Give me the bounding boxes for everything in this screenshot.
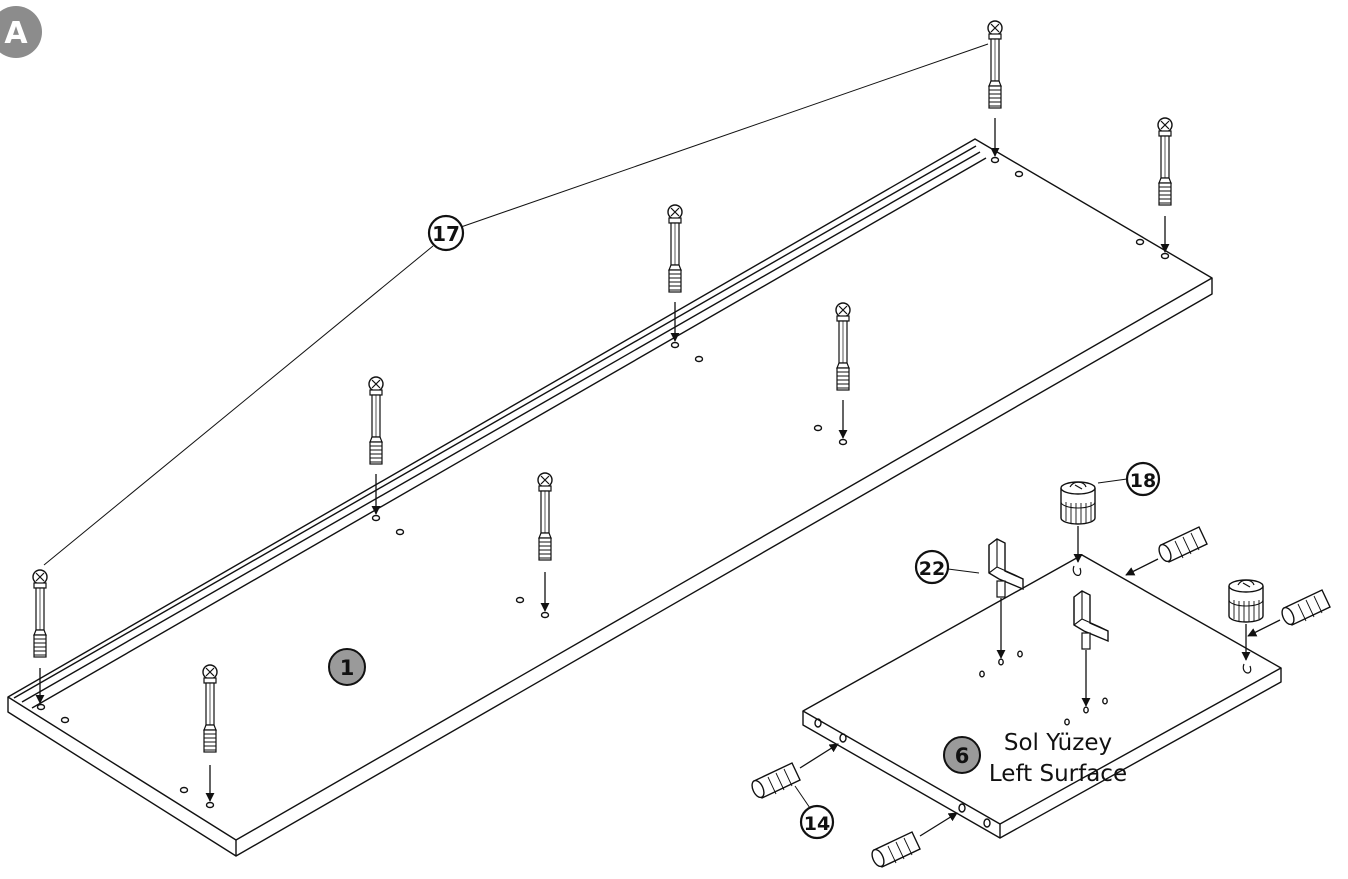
part-1-label: 1: [340, 656, 355, 680]
cam-bolt-3: [368, 376, 384, 515]
cam-locks: [1060, 481, 1264, 661]
shelf-supports: [988, 538, 1109, 707]
cam-bolt-7: [987, 20, 1003, 157]
cam-lock-2: [1228, 579, 1264, 661]
callout-22-label: 22: [919, 558, 945, 580]
cam-bolt-6: [835, 302, 851, 439]
callout-22: 22: [914, 549, 950, 585]
wood-dowel-3: [748, 743, 839, 800]
top-panel: [7, 138, 1213, 857]
callout-17-label: 17: [432, 222, 460, 246]
wood-dowels: [748, 526, 1331, 869]
callout-18: 18: [1125, 461, 1161, 497]
cam-bolt-8: [1157, 117, 1173, 253]
side-panel: [802, 554, 1282, 839]
part-6-name-tr: Sol Yüzey: [1004, 730, 1112, 756]
step-badge: A: [0, 6, 42, 58]
part-badge-6: 6: [943, 736, 981, 774]
cam-bolt-1: [32, 569, 48, 704]
cam-bolt-4: [537, 472, 553, 612]
part-6-name-en: Left Surface: [989, 761, 1127, 787]
wood-dowel-4: [868, 812, 958, 869]
callout-17: 17: [427, 214, 465, 252]
shelf-support-2: [1073, 590, 1109, 707]
callout-14: 14: [799, 804, 835, 840]
step-label: A: [4, 16, 28, 51]
cam-bolts: [32, 20, 1173, 802]
cam-lock-1: [1060, 481, 1096, 563]
cam-bolt-5: [667, 204, 683, 342]
part-6-label: 6: [955, 744, 970, 768]
callout-14-label: 14: [804, 813, 830, 835]
callout-18-label: 18: [1130, 470, 1156, 492]
wood-dowel-2: [1247, 589, 1331, 637]
leader-lines-17: [43, 43, 989, 566]
cam-bolt-2: [202, 664, 218, 802]
part-badge-1: 1: [328, 648, 366, 686]
wood-dowel-1: [1125, 526, 1208, 576]
shelf-support-1: [988, 538, 1024, 659]
